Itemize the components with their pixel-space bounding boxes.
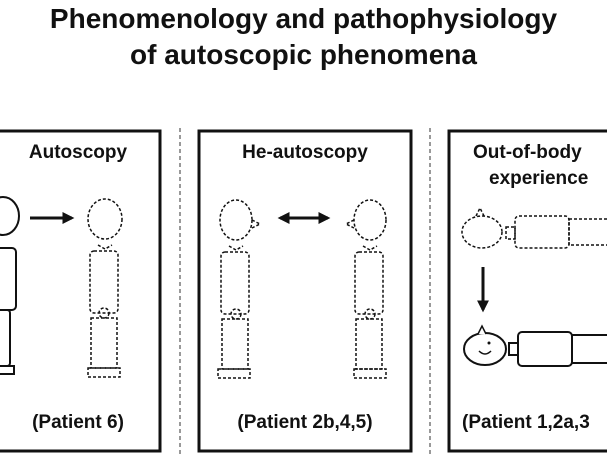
panel-heading-out-of-body-line-2: experience (489, 168, 589, 189)
figure-title-line-2: of autoscopic phenomena (130, 39, 477, 70)
dashed-figure-left (217, 199, 262, 379)
panel-out-of-body (447, 129, 607, 453)
panel-heading-out-of-body-line-1: Out-of-body (473, 142, 582, 163)
lying-body-eye (487, 341, 491, 345)
dashed-double-figure (87, 198, 123, 378)
panel-autoscopy-frame (0, 129, 162, 453)
dashed-figure-right (344, 199, 387, 379)
solid-body-figure (0, 196, 20, 375)
patient-label-autoscopy: (Patient 6) (32, 412, 124, 433)
panel-he-autoscopy (197, 129, 413, 453)
patient-label-out-of-body: (Patient 1,2a,3 (462, 412, 590, 433)
figure-title-line-1: Phenomenology and pathophysiology (49, 3, 558, 34)
panel-he-autoscopy-frame (197, 129, 413, 453)
lying-solid-body (463, 331, 607, 367)
floating-dashed-body (461, 206, 607, 249)
lying-body-ear (477, 324, 487, 335)
lying-body-face (478, 350, 492, 355)
panel-out-of-body-frame (447, 129, 607, 453)
patient-label-he-autoscopy: (Patient 2b,4,5) (237, 412, 373, 433)
panel-heading-he-autoscopy: He-autoscopy (242, 142, 368, 163)
panel-autoscopy (0, 129, 162, 453)
panel-heading-autoscopy: Autoscopy (28, 142, 128, 163)
